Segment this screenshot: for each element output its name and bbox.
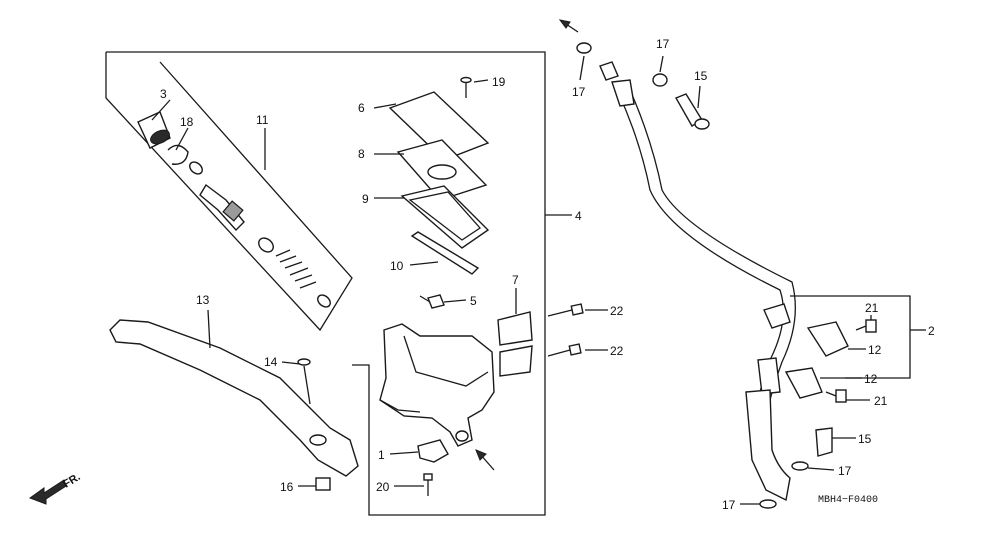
leader-lines [151,55,926,505]
callout-13: 13 [196,293,210,307]
callout-22-lower: 22 [610,344,624,358]
callout-labels: 3 18 11 6 8 9 10 5 7 4 19 1 20 22 22 13 … [160,37,935,512]
callout-6: 6 [358,101,365,115]
callout-18: 18 [180,115,194,129]
plate-part-8 [396,139,488,201]
callout-21-upper: 21 [865,301,879,315]
callout-22-upper: 22 [610,304,624,318]
front-arrow-icon [28,479,67,505]
direction-arrows [475,19,579,471]
screw-part-19 [460,76,472,98]
callout-15-top: 15 [694,69,708,83]
screw-part-20 [423,473,433,496]
piston-assembly-frame [105,51,572,516]
brake-hose [599,61,796,502]
callout-5: 5 [470,294,477,308]
callout-1: 1 [378,448,385,462]
switch-part-1 [417,439,449,463]
holder-part-7 [497,311,533,377]
piston-set-part-11 [189,161,331,308]
callout-16: 16 [280,480,294,494]
callout-17-top-right: 17 [656,37,670,51]
bolts-part-22 [547,303,584,357]
circlip-part-18 [167,144,189,165]
callout-20: 20 [376,480,390,494]
clamp-part-5 [419,294,445,309]
callout-17-top-left: 17 [572,85,586,99]
callout-19: 19 [492,75,506,89]
callout-4: 4 [575,209,582,223]
callout-10: 10 [390,259,404,273]
callout-3: 3 [160,87,167,101]
callout-14: 14 [264,355,278,369]
callout-17-bottom-right: 17 [838,464,852,478]
callout-8: 8 [358,147,365,161]
callout-21-lower: 21 [874,394,888,408]
callout-15-bottom: 15 [858,432,872,446]
callout-7: 7 [512,273,519,287]
figure-code: MBH4−F0400 [818,495,878,506]
callout-9: 9 [362,192,369,206]
callout-2: 2 [928,324,935,338]
front-direction-marker: FR. [28,471,83,505]
master-cylinder-body [379,323,495,447]
pivot-bolt-part-14 [297,358,311,405]
banjo-bolts-part-15 [674,93,833,457]
callout-17-bottom-left: 17 [722,498,736,512]
diaphragm-part-9 [400,185,490,249]
lever-part-13 [109,319,359,477]
callout-12-lower: 12 [864,372,878,386]
reservoir-cap-part-6 [388,91,490,161]
banjo-washers-part-17 [576,42,809,509]
hose-clamps-part-12 [784,321,849,399]
boot-part-3 [137,111,171,149]
callout-12-upper: 12 [868,343,882,357]
float-part-10 [410,231,480,275]
callout-11: 11 [256,113,269,127]
nut-part-16 [315,477,331,491]
